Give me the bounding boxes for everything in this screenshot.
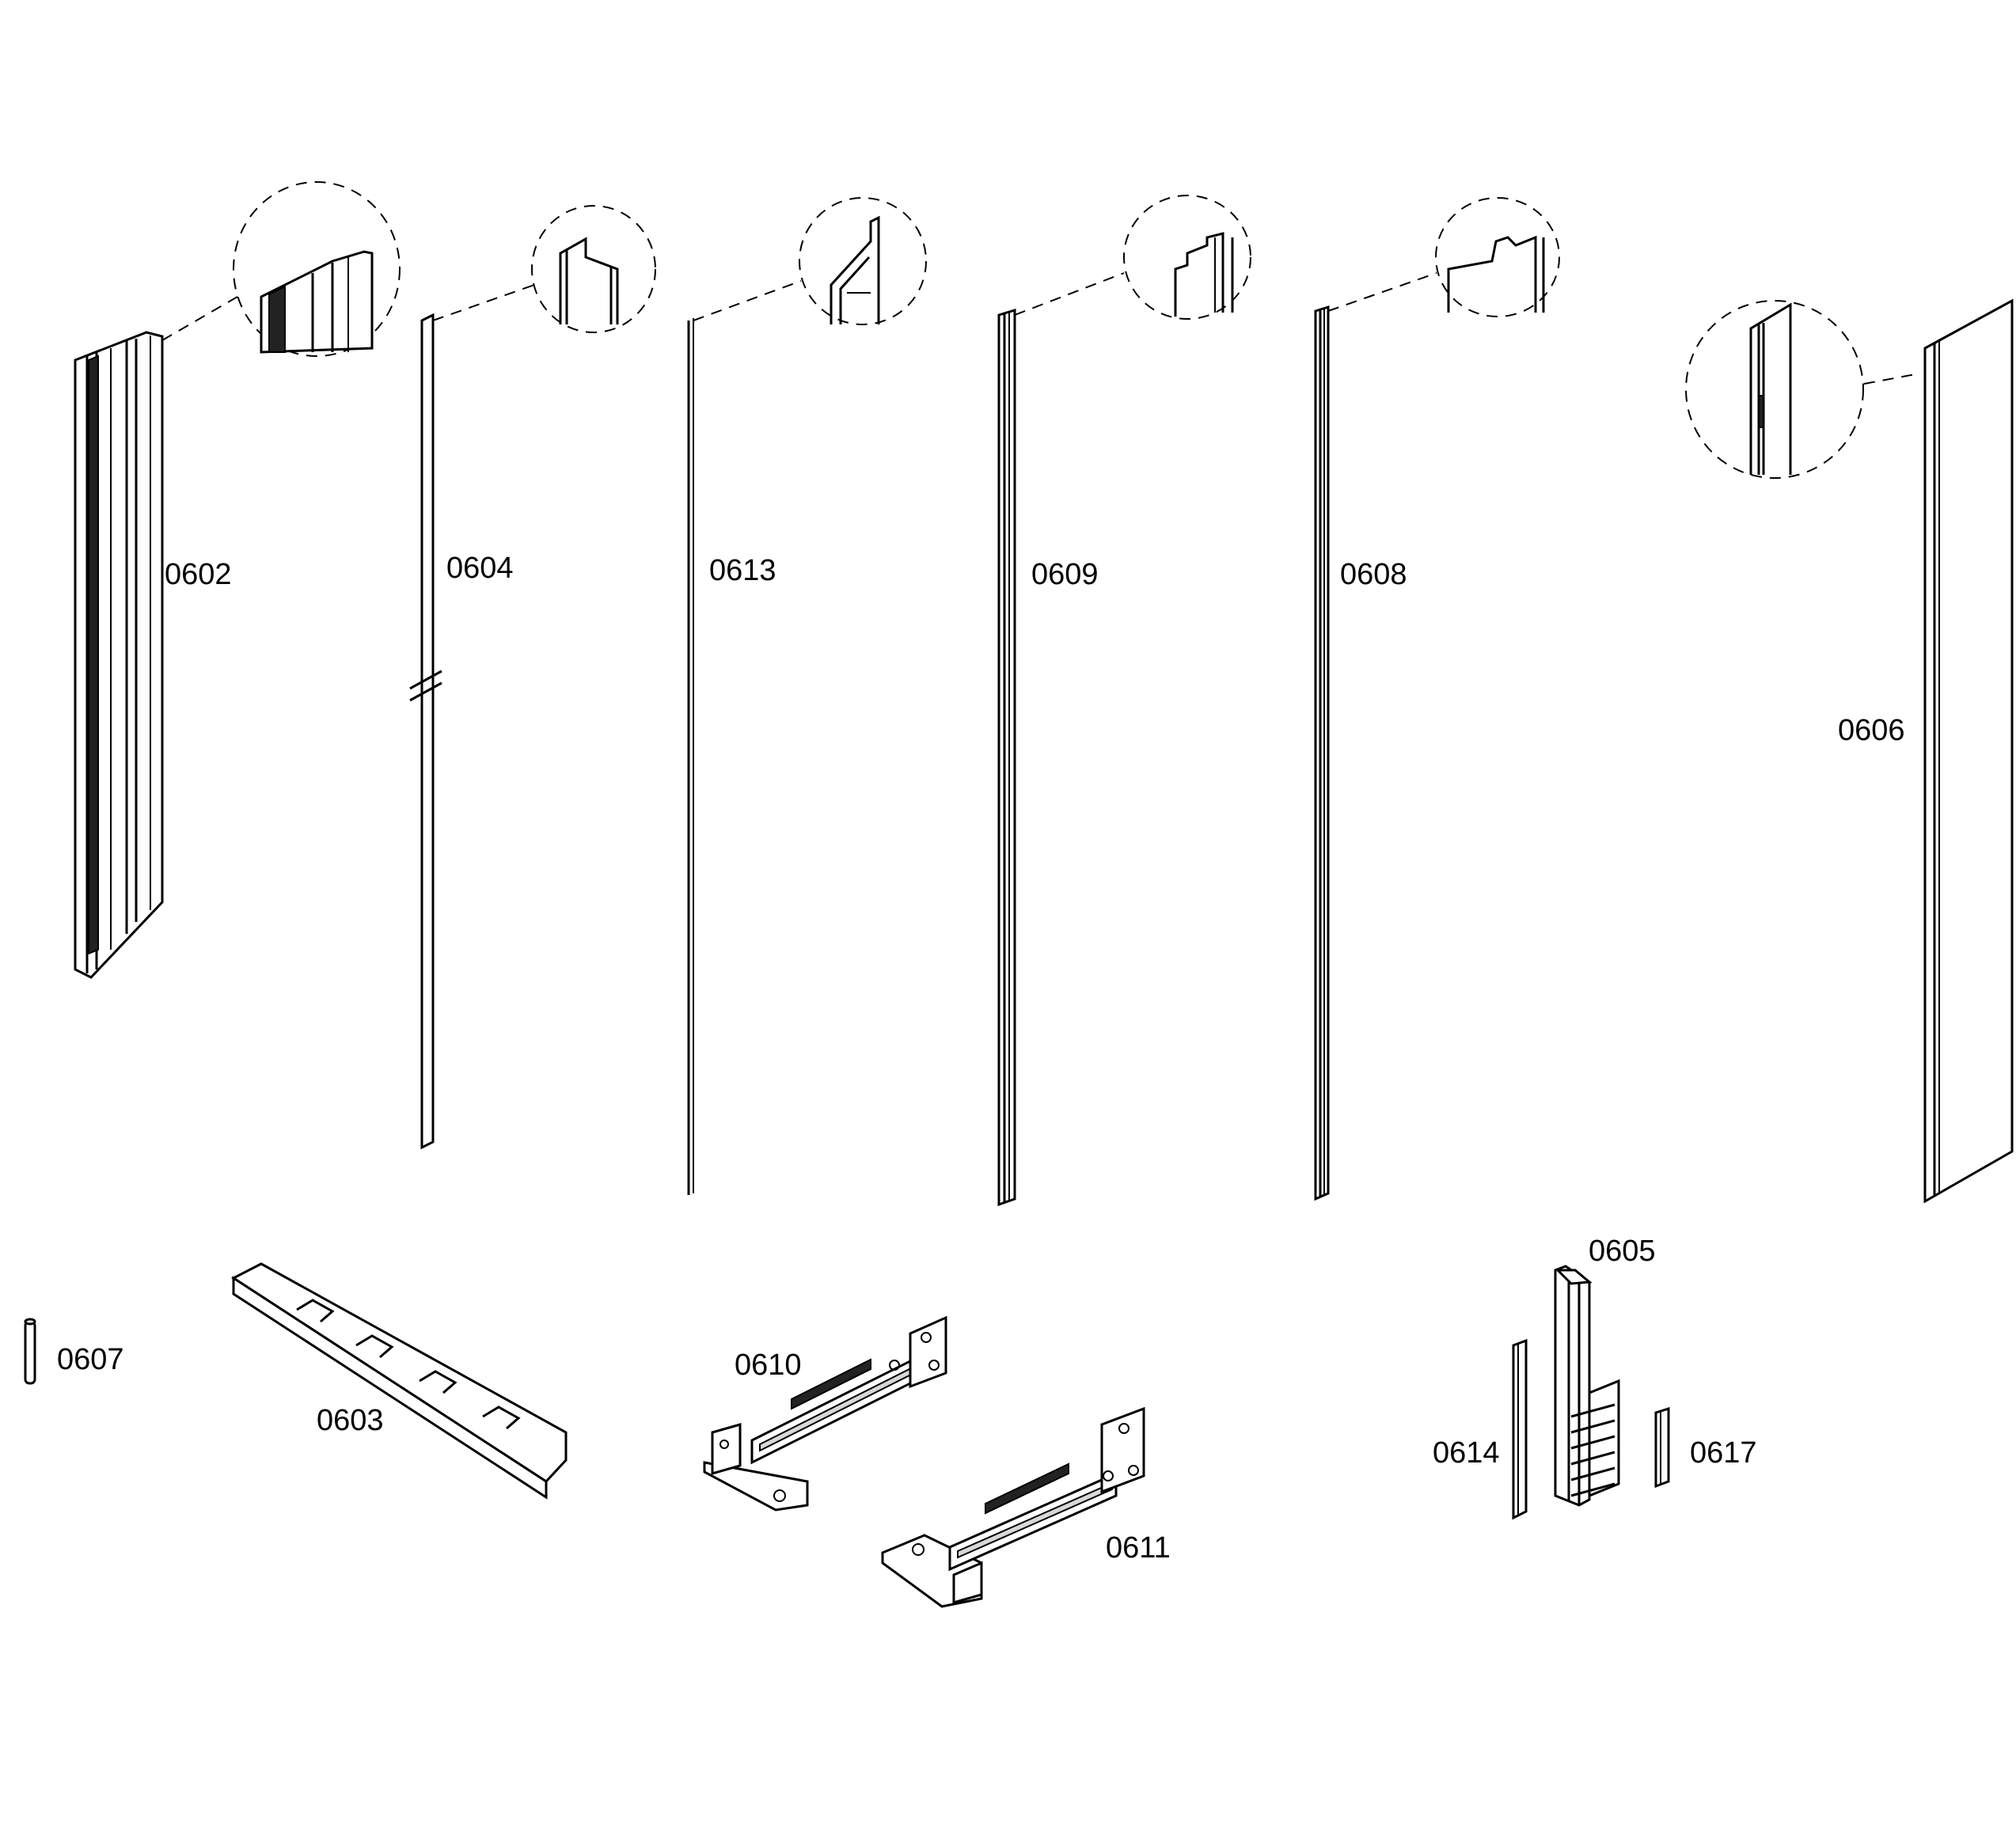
label-0607: 0607 <box>57 1343 124 1376</box>
part-0613-strip[interactable] <box>687 318 694 1195</box>
detail-circle-0602 <box>161 181 401 357</box>
label-0606: 0606 <box>1838 714 1905 747</box>
label-0617: 0617 <box>1690 1436 1757 1470</box>
label-0602: 0602 <box>165 558 232 591</box>
part-0617-block[interactable] <box>1654 1406 1670 1489</box>
part-0604-strip[interactable] <box>409 313 442 1150</box>
part-0610-hinge[interactable] <box>703 1315 947 1512</box>
detail-circle-0609 <box>1014 195 1251 320</box>
label-0613: 0613 <box>709 554 776 587</box>
detail-circle-0606 <box>1685 300 1864 479</box>
part-0607-pin[interactable] <box>24 1318 36 1385</box>
label-0604: 0604 <box>446 552 514 585</box>
detail-circle-0608 <box>1327 197 1560 317</box>
part-0606-panel[interactable] <box>1863 298 2014 1204</box>
label-0611: 0611 <box>1106 1531 1171 1565</box>
label-0610: 0610 <box>735 1349 802 1382</box>
label-0609: 0609 <box>1031 558 1099 591</box>
part-0614-strip[interactable] <box>1512 1338 1528 1520</box>
part-0608-strip[interactable] <box>1314 305 1330 1201</box>
label-0608: 0608 <box>1340 558 1407 591</box>
part-0611-hinge[interactable] <box>881 1406 1145 1608</box>
slide-ribs <box>1570 1403 1615 1497</box>
part-0609-strip[interactable] <box>997 308 1016 1207</box>
label-0614: 0614 <box>1433 1436 1500 1470</box>
detail-circle-0604 <box>432 205 656 333</box>
label-0603: 0603 <box>317 1404 384 1437</box>
part-0605-slide[interactable] <box>1554 1265 1620 1507</box>
part-0602-profile[interactable] <box>74 331 164 979</box>
part-0603-bracket[interactable] <box>231 1262 568 1500</box>
label-0605: 0605 <box>1589 1235 1656 1268</box>
detail-circle-0613 <box>693 197 927 325</box>
